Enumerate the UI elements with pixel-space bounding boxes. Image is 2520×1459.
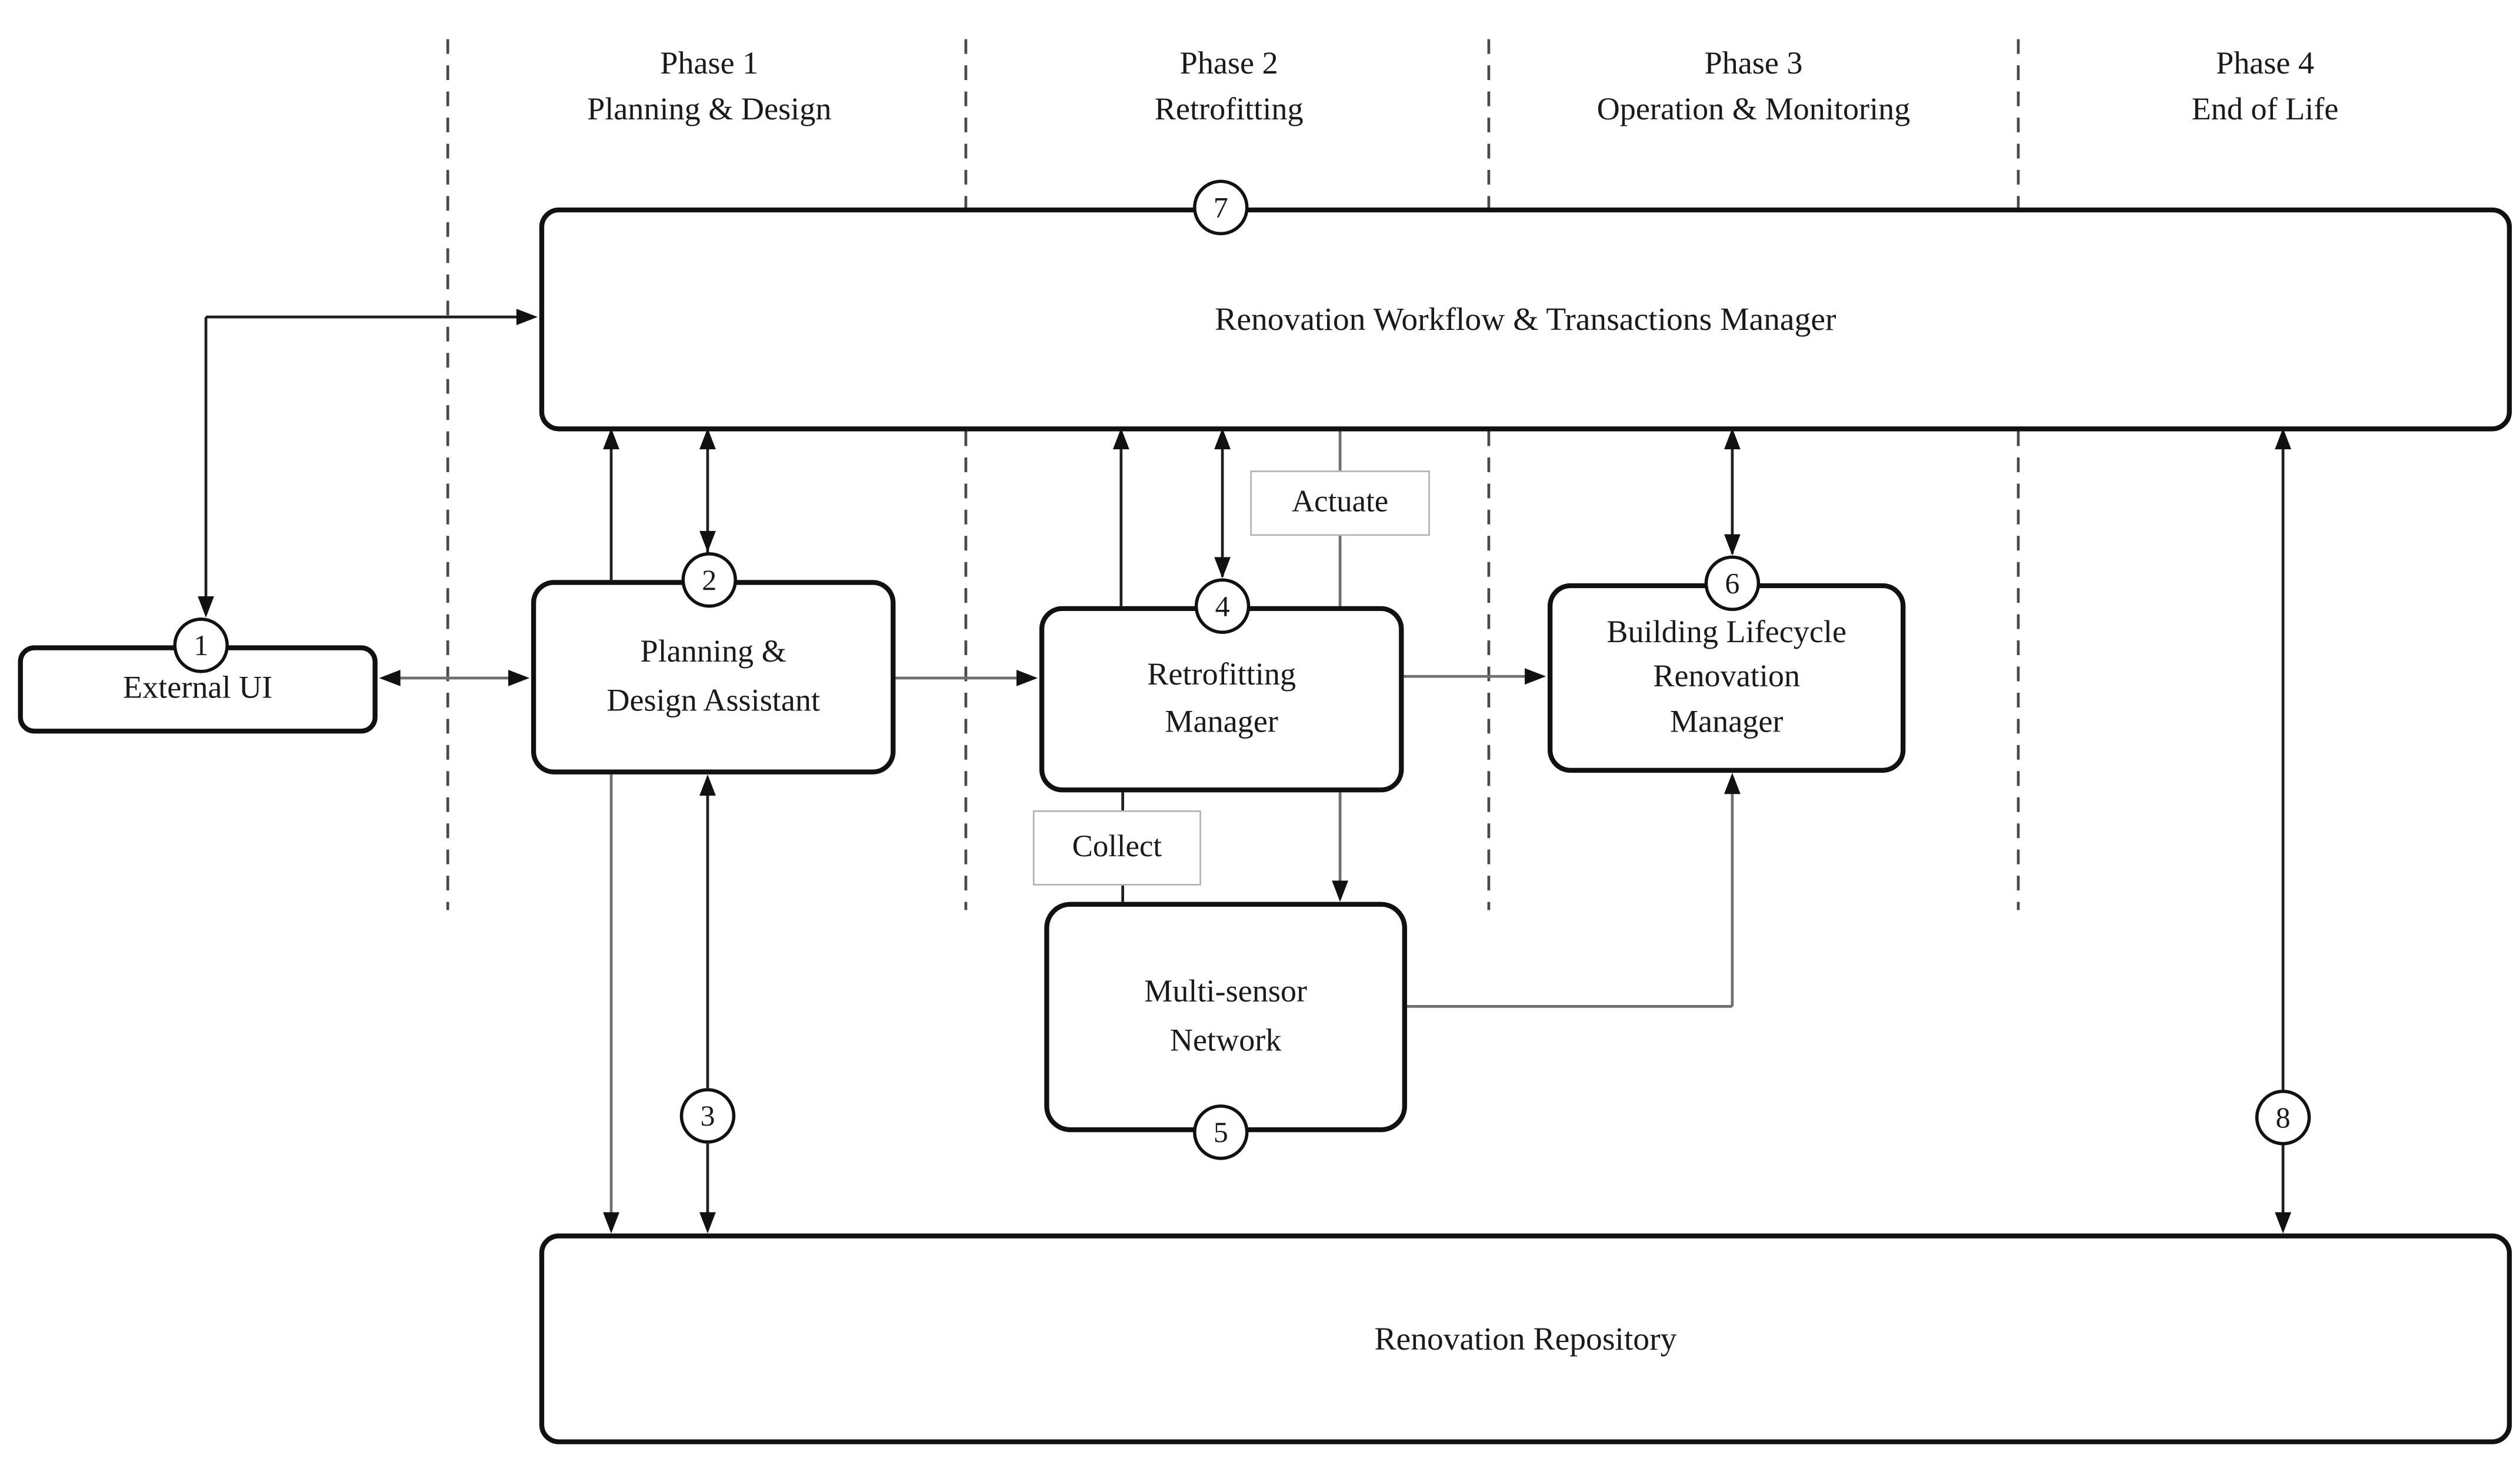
planning-design-assistant-box: Planning & Design Assistant (531, 580, 896, 774)
arrowhead-into-interface-6 (1724, 534, 1741, 556)
arrowhead-into-building-bottom (1724, 773, 1741, 794)
interface-3-number: 3 (700, 1099, 715, 1131)
multi-sensor-label-line1: Multi-sensor (1144, 976, 1308, 1010)
multi-sensor-network-box: Multi-sensor Network (1044, 902, 1408, 1133)
interface-circle-1: 1 (173, 617, 229, 673)
planning-assistant-label-line1: Planning & (640, 636, 786, 670)
interface-7-number: 7 (1213, 190, 1228, 223)
workflow-manager-box: Renovation Workflow & Transactions Manag… (539, 207, 2512, 432)
arrowhead-into-interface-2 (699, 530, 716, 553)
phase-4-number: Phase 4 (2216, 47, 2315, 82)
building-lifecycle-label-line1: Building Lifecycle (1606, 616, 1847, 650)
retrofitting-manager-label-line2: Manager (1165, 706, 1278, 740)
collect-label-text: Collect (1072, 830, 1162, 864)
building-lifecycle-label-line2: Renovation (1653, 660, 1801, 695)
interface-5-number: 5 (1213, 1115, 1228, 1148)
arrowhead-up-workflow-a (603, 428, 619, 450)
arrowhead-up-workflow-e (1724, 428, 1741, 450)
interface-8-number: 8 (2275, 1100, 2291, 1133)
arrowhead-into-planning-left (508, 670, 530, 686)
renovation-repository-label: Renovation Repository (1374, 1321, 1677, 1357)
retrofitting-manager-box: Retrofitting Manager (1039, 606, 1404, 793)
arrowhead-into-retrofitting-left (1016, 670, 1038, 686)
arrowhead-into-externalui (379, 670, 401, 686)
interface-circle-8: 8 (2255, 1090, 2311, 1146)
arrowhead-into-repository-c (2275, 1212, 2292, 1234)
arrowhead-up-workflow-d (1214, 428, 1231, 450)
interface-circle-4: 4 (1194, 578, 1251, 634)
interface-1-number: 1 (194, 628, 209, 661)
workflow-manager-label: Renovation Workflow & Transactions Manag… (1215, 301, 1836, 338)
interface-circle-6: 6 (1704, 555, 1761, 612)
arrowhead-into-planning-bottom (699, 774, 716, 796)
phase-header-2: Phase 2 Retrofitting (951, 42, 1507, 135)
arrowhead-into-interface-4 (1214, 557, 1231, 579)
arrowhead-into-repository-b (699, 1212, 716, 1234)
interface-2-number: 2 (702, 563, 717, 596)
renovation-repository-box: Renovation Repository (539, 1233, 2512, 1444)
planning-assistant-label-line2: Design Assistant (606, 683, 821, 719)
arrowhead-into-interface-1 (198, 596, 214, 618)
multi-sensor-label-line2: Network (1169, 1023, 1282, 1058)
building-lifecycle-label-line3: Manager (1669, 705, 1784, 740)
external-ui-label: External UI (123, 672, 273, 707)
phase-1-title: Planning & Design (587, 94, 832, 128)
arrowhead-into-repository-a (603, 1212, 619, 1234)
interface-circle-3: 3 (679, 1088, 736, 1144)
interface-circle-2: 2 (681, 552, 737, 608)
arrowhead-up-workflow-b (699, 428, 716, 450)
phase-2-number: Phase 2 (1179, 47, 1278, 82)
collect-edge-label: Collect (1032, 810, 1201, 886)
arrowhead-into-building-left (1525, 668, 1546, 685)
phase-header-3: Phase 3 Operation & Monitoring (1476, 42, 2032, 135)
interface-circle-7: 7 (1193, 179, 1249, 236)
arrowhead-into-multisensor-top (1332, 880, 1349, 902)
phase-header-4: Phase 4 End of Life (1987, 42, 2520, 135)
actuate-edge-label: Actuate (1250, 470, 1430, 536)
phase-3-number: Phase 3 (1704, 47, 1803, 82)
interface-circle-5: 5 (1193, 1104, 1249, 1160)
arrowhead-up-workflow-c (1112, 428, 1129, 450)
phase-3-title: Operation & Monitoring (1596, 94, 1911, 128)
interface-6-number: 6 (1725, 566, 1740, 599)
arrowhead-into-workflow-left (516, 309, 538, 325)
interface-4-number: 4 (1215, 589, 1230, 622)
actuate-label-text: Actuate (1292, 485, 1389, 520)
phase-2-title: Retrofitting (1154, 94, 1304, 128)
arrowhead-up-workflow-f (2275, 428, 2292, 450)
phase-4-title: End of Life (2191, 94, 2339, 128)
phase-header-1: Phase 1 Planning & Design (431, 42, 987, 135)
building-lifecycle-renovation-manager-box: Building Lifecycle Renovation Manager (1547, 583, 1906, 773)
retrofitting-manager-label-line1: Retrofitting (1147, 657, 1296, 693)
phase-1-number: Phase 1 (660, 47, 759, 82)
